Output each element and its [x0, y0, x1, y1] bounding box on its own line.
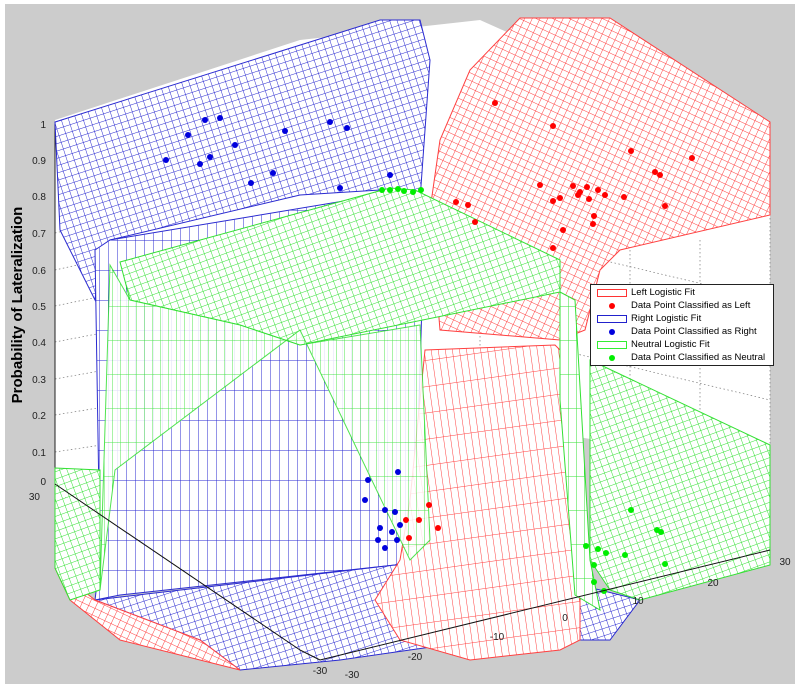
svg-text:0.8: 0.8 [32, 192, 46, 203]
right-data-points [163, 115, 403, 551]
svg-text:30: 30 [29, 492, 41, 503]
svg-text:0: 0 [562, 613, 568, 624]
legend-item-left-fit: Left Logistic Fit [591, 286, 771, 299]
green-line-swatch-icon [597, 340, 627, 349]
green-dot-icon [609, 354, 615, 361]
left-data-points [403, 100, 695, 541]
legend-item-right-fit: Right Logistic Fit [591, 312, 771, 325]
legend-item-neutral-points: Data Point Classified as Neutral [591, 351, 771, 364]
svg-text:10: 10 [632, 596, 644, 607]
svg-text:-10: -10 [490, 632, 505, 643]
legend-item-neutral-fit: Neutral Logistic Fit [591, 338, 771, 351]
red-dot-icon [609, 302, 615, 309]
z-axis-label: Probability of Lateralization [9, 207, 26, 404]
svg-text:0.6: 0.6 [32, 266, 46, 277]
neutral-logistic-surface [54, 187, 771, 612]
svg-text:0.9: 0.9 [32, 156, 46, 167]
floor-axes [54, 483, 771, 661]
legend-item-left-points: Data Point Classified as Left [591, 299, 771, 312]
svg-text:0.7: 0.7 [32, 229, 46, 240]
svg-text:-20: -20 [408, 652, 423, 663]
z-tick-labels: 1 0.9 0.8 0.7 0.6 0.5 0.4 0.3 0.2 0.1 0 … [29, 120, 47, 503]
svg-text:-30: -30 [345, 670, 360, 681]
svg-text:-30: -30 [313, 666, 328, 677]
red-line-swatch-icon [597, 288, 627, 297]
svg-text:0.2: 0.2 [32, 411, 46, 422]
blue-line-swatch-icon [597, 314, 627, 323]
neutral-data-points [379, 186, 668, 594]
legend[interactable]: Left Logistic Fit Data Point Classified … [590, 284, 774, 366]
svg-text:0: 0 [40, 477, 46, 488]
svg-text:0.3: 0.3 [32, 375, 46, 386]
svg-text:1: 1 [40, 120, 46, 131]
svg-text:20: 20 [707, 578, 719, 589]
blue-dot-icon [609, 328, 615, 335]
svg-text:0.5: 0.5 [32, 302, 46, 313]
svg-text:0.4: 0.4 [32, 338, 46, 349]
floor-tick-labels: -30 -30 -20 -10 0 10 20 30 [313, 557, 791, 681]
legend-item-right-points: Data Point Classified as Right [591, 325, 771, 338]
svg-text:0.1: 0.1 [32, 448, 46, 459]
svg-text:30: 30 [779, 557, 791, 568]
